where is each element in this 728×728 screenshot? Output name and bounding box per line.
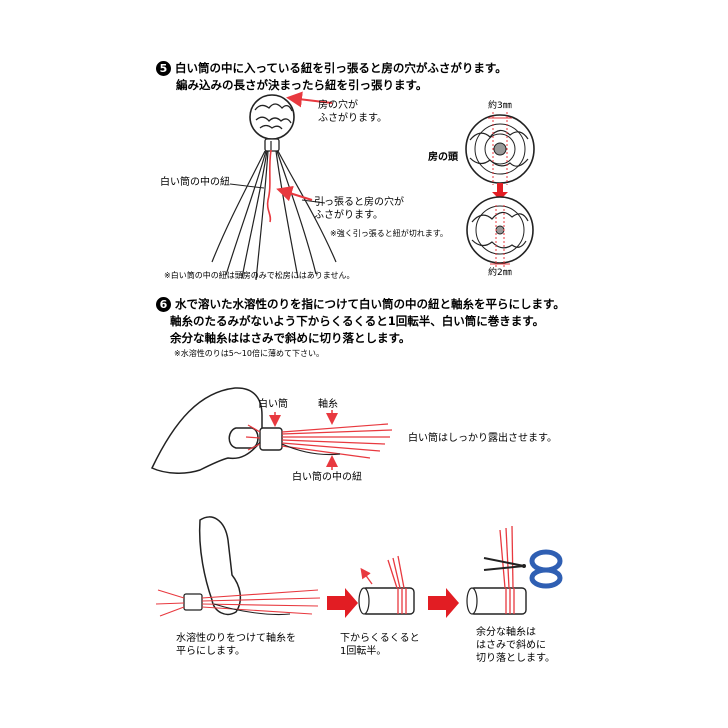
wrapped-tube-icon — [358, 555, 415, 615]
inner-cord-red — [266, 149, 272, 223]
step5-number: 5 — [156, 61, 171, 76]
scissors-icon — [483, 549, 563, 589]
red-arrow-icon — [428, 588, 459, 618]
label-inner-cord-5: 白い筒の中の紐 — [160, 177, 230, 188]
arrow-pull — [276, 185, 313, 202]
step5-line2: 編み込みの長さが決まったら紐を引っ張ります。 — [176, 78, 428, 92]
axis-threads — [245, 423, 393, 459]
head-label: 房の頭 — [428, 152, 458, 163]
size-after: 約2㎜ — [488, 268, 512, 278]
tassel-head-after-icon — [466, 196, 534, 268]
step6-line2: 軸糸のたるみがないよう下からくるくると1回転半、白い筒に巻きます。 — [170, 314, 545, 328]
red-arrow-icon — [327, 588, 358, 618]
step6-line3: 余分な軸糸ははさみで斜めに切り落とします。 — [170, 331, 411, 345]
note-glue: ※水溶性のりは5〜10倍に薄めて下さい。 — [174, 349, 324, 358]
hand-flatten-icon — [198, 516, 242, 616]
label-hole-closes: 房の穴が ふさがります。 — [318, 100, 387, 124]
caption-cut: 余分な軸糸は はさみで斜めに 切り落とします。 — [476, 627, 555, 664]
inner-cord-gray — [281, 443, 341, 456]
hand-icon — [150, 387, 263, 474]
red-arrow-icon — [492, 183, 508, 200]
label-white-tube: 白い筒 — [258, 399, 288, 410]
label-expose: 白い筒はしっかり露出させます。 — [408, 433, 557, 444]
caption-wrap: 下からくるくると 1回転半。 — [340, 633, 420, 657]
white-tube-icon — [259, 427, 283, 451]
tassel-head-icon — [249, 94, 295, 152]
note-tassel-only: ※白い筒の中の紐は頭房のみで松房にはありません。 — [164, 271, 355, 280]
step6-number: 6 — [156, 297, 171, 312]
label-inner-cord-6: 白い筒の中の紐 — [292, 472, 362, 483]
tassel-strands — [211, 150, 337, 281]
tassel-head-before-icon — [465, 112, 535, 185]
size-before: 約3㎜ — [488, 101, 512, 111]
cut-tube-icon — [466, 525, 527, 615]
label-pull-closes: 引っ張ると房の穴が ふさがります。 — [314, 197, 404, 221]
arrow-hole — [286, 91, 333, 108]
note-pull-hard: ※強く引っ張ると紐が切れます。 — [330, 229, 448, 238]
label-axis-thread: 軸糸 — [318, 399, 338, 410]
caption-flatten: 水溶性のりをつけて軸糸を 平らにします。 — [176, 633, 296, 657]
